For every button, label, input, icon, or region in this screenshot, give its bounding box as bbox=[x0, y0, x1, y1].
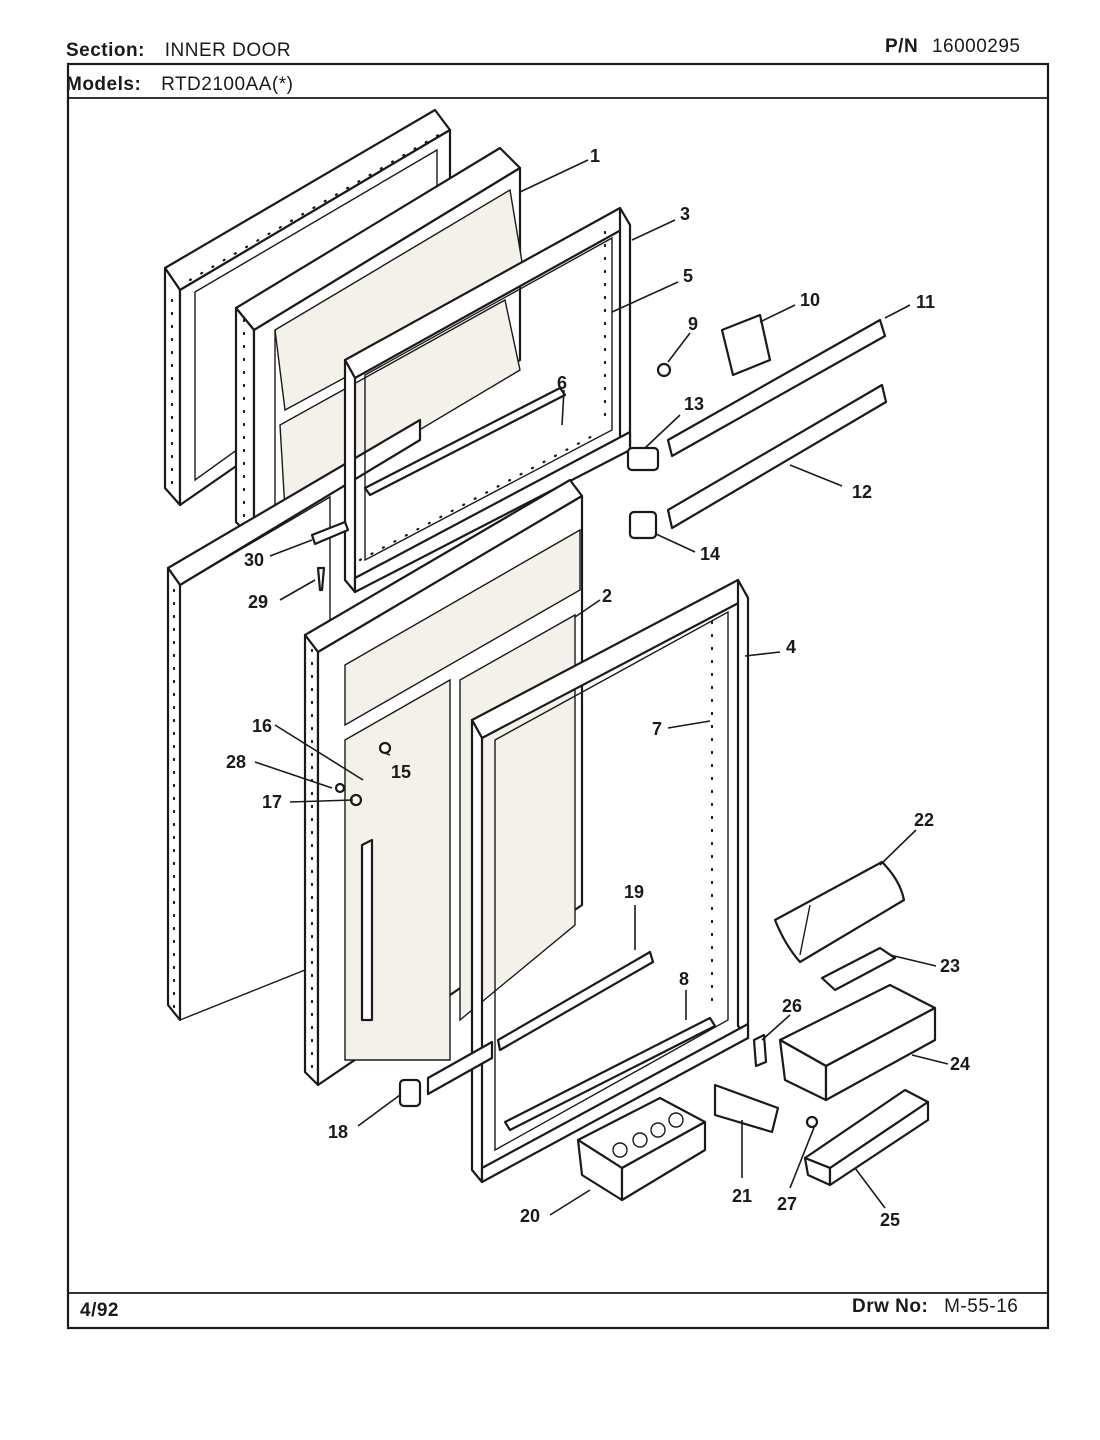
section-value: INNER DOOR bbox=[164, 40, 292, 61]
callout-8: 8 bbox=[679, 969, 689, 989]
callout-19: 19 bbox=[624, 882, 644, 902]
section-row: Section: INNER DOOR bbox=[66, 40, 291, 62]
drawing-number-label: Drw No: bbox=[852, 1296, 929, 1317]
part-number-row: P/N 16000295 bbox=[885, 36, 1021, 58]
end-cap-part-13 bbox=[626, 446, 660, 472]
shelf-ladder-part-16 bbox=[360, 838, 374, 1022]
callout-25: 25 bbox=[880, 1210, 900, 1230]
models-value: RTD2100AA(*) bbox=[161, 74, 294, 95]
door-bin-part-24 bbox=[778, 983, 937, 1102]
callout-30: 30 bbox=[244, 550, 264, 570]
callout-6: 6 bbox=[557, 373, 567, 393]
shelf-strip-part-12 bbox=[666, 383, 888, 530]
callout-1: 1 bbox=[590, 146, 600, 166]
callout-14: 14 bbox=[700, 544, 720, 564]
egg-tray-part-20 bbox=[576, 1096, 707, 1202]
fresh-food-outer-door-panel bbox=[166, 418, 422, 1022]
callout-16: 16 bbox=[252, 716, 272, 736]
door-bin-part-25 bbox=[803, 1088, 930, 1187]
callout-27: 27 bbox=[777, 1194, 797, 1214]
callout-4: 4 bbox=[786, 637, 796, 657]
callout-2: 2 bbox=[602, 586, 612, 606]
callout-23: 23 bbox=[940, 956, 960, 976]
screw-part-27 bbox=[805, 1115, 819, 1129]
screw-part-29 bbox=[316, 566, 326, 592]
callout-9: 9 bbox=[688, 314, 698, 334]
drawing-border bbox=[66, 62, 1050, 1330]
fresh-food-door-liner-part-2 bbox=[303, 478, 584, 1087]
drawing-number-row: Drw No: M-55-16 bbox=[852, 1296, 1018, 1318]
leader-lines bbox=[254, 159, 949, 1216]
clip-part-26 bbox=[752, 1033, 768, 1068]
part-number-label: P/N bbox=[885, 36, 919, 57]
callout-5: 5 bbox=[683, 266, 693, 286]
shelf-strip-part-11 bbox=[666, 318, 887, 458]
callout-22: 22 bbox=[914, 810, 934, 830]
drawing-date: 4/92 bbox=[80, 1300, 119, 1321]
screw-part-15 bbox=[378, 741, 392, 755]
door-rail-part-19 bbox=[496, 950, 655, 1052]
part-number-value: 16000295 bbox=[931, 36, 1021, 57]
drawing-number-value: M-55-16 bbox=[944, 1296, 1019, 1317]
end-cap-part-18 bbox=[398, 1078, 422, 1108]
callout-3: 3 bbox=[680, 204, 690, 224]
callout-28: 28 bbox=[226, 752, 246, 772]
callout-29: 29 bbox=[248, 592, 268, 612]
models-label: Models: bbox=[66, 74, 142, 95]
callout-15: 15 bbox=[391, 762, 411, 782]
door-rail-part-8 bbox=[503, 1016, 717, 1132]
callout-21: 21 bbox=[732, 1186, 752, 1206]
callout-24: 24 bbox=[950, 1054, 970, 1074]
screw-part-28 bbox=[334, 782, 346, 794]
callout-13: 13 bbox=[684, 394, 704, 414]
door-plate-part-21 bbox=[713, 1083, 780, 1134]
callout-7: 7 bbox=[652, 719, 662, 739]
callout-20: 20 bbox=[520, 1206, 540, 1226]
callout-18: 18 bbox=[328, 1122, 348, 1142]
models-row: Models: RTD2100AA(*) bbox=[66, 74, 293, 96]
callout-10: 10 bbox=[800, 290, 820, 310]
section-label: Section: bbox=[66, 40, 145, 61]
callout-12: 12 bbox=[852, 482, 872, 502]
callout-11: 11 bbox=[916, 292, 935, 312]
dairy-tray-part-23 bbox=[820, 946, 897, 992]
end-cap-part-14 bbox=[628, 510, 658, 540]
callout-26: 26 bbox=[782, 996, 802, 1016]
dairy-door-part-22 bbox=[773, 860, 906, 964]
bracket-part-10 bbox=[720, 313, 772, 377]
freezer-rail-part-6 bbox=[363, 386, 567, 497]
freezer-door-gasket-part-3 bbox=[343, 206, 632, 594]
bracket-part-30 bbox=[310, 520, 350, 546]
screw-part-9 bbox=[656, 362, 672, 378]
callout-17: 17 bbox=[262, 792, 282, 812]
door-rail-bottom bbox=[426, 1040, 494, 1096]
